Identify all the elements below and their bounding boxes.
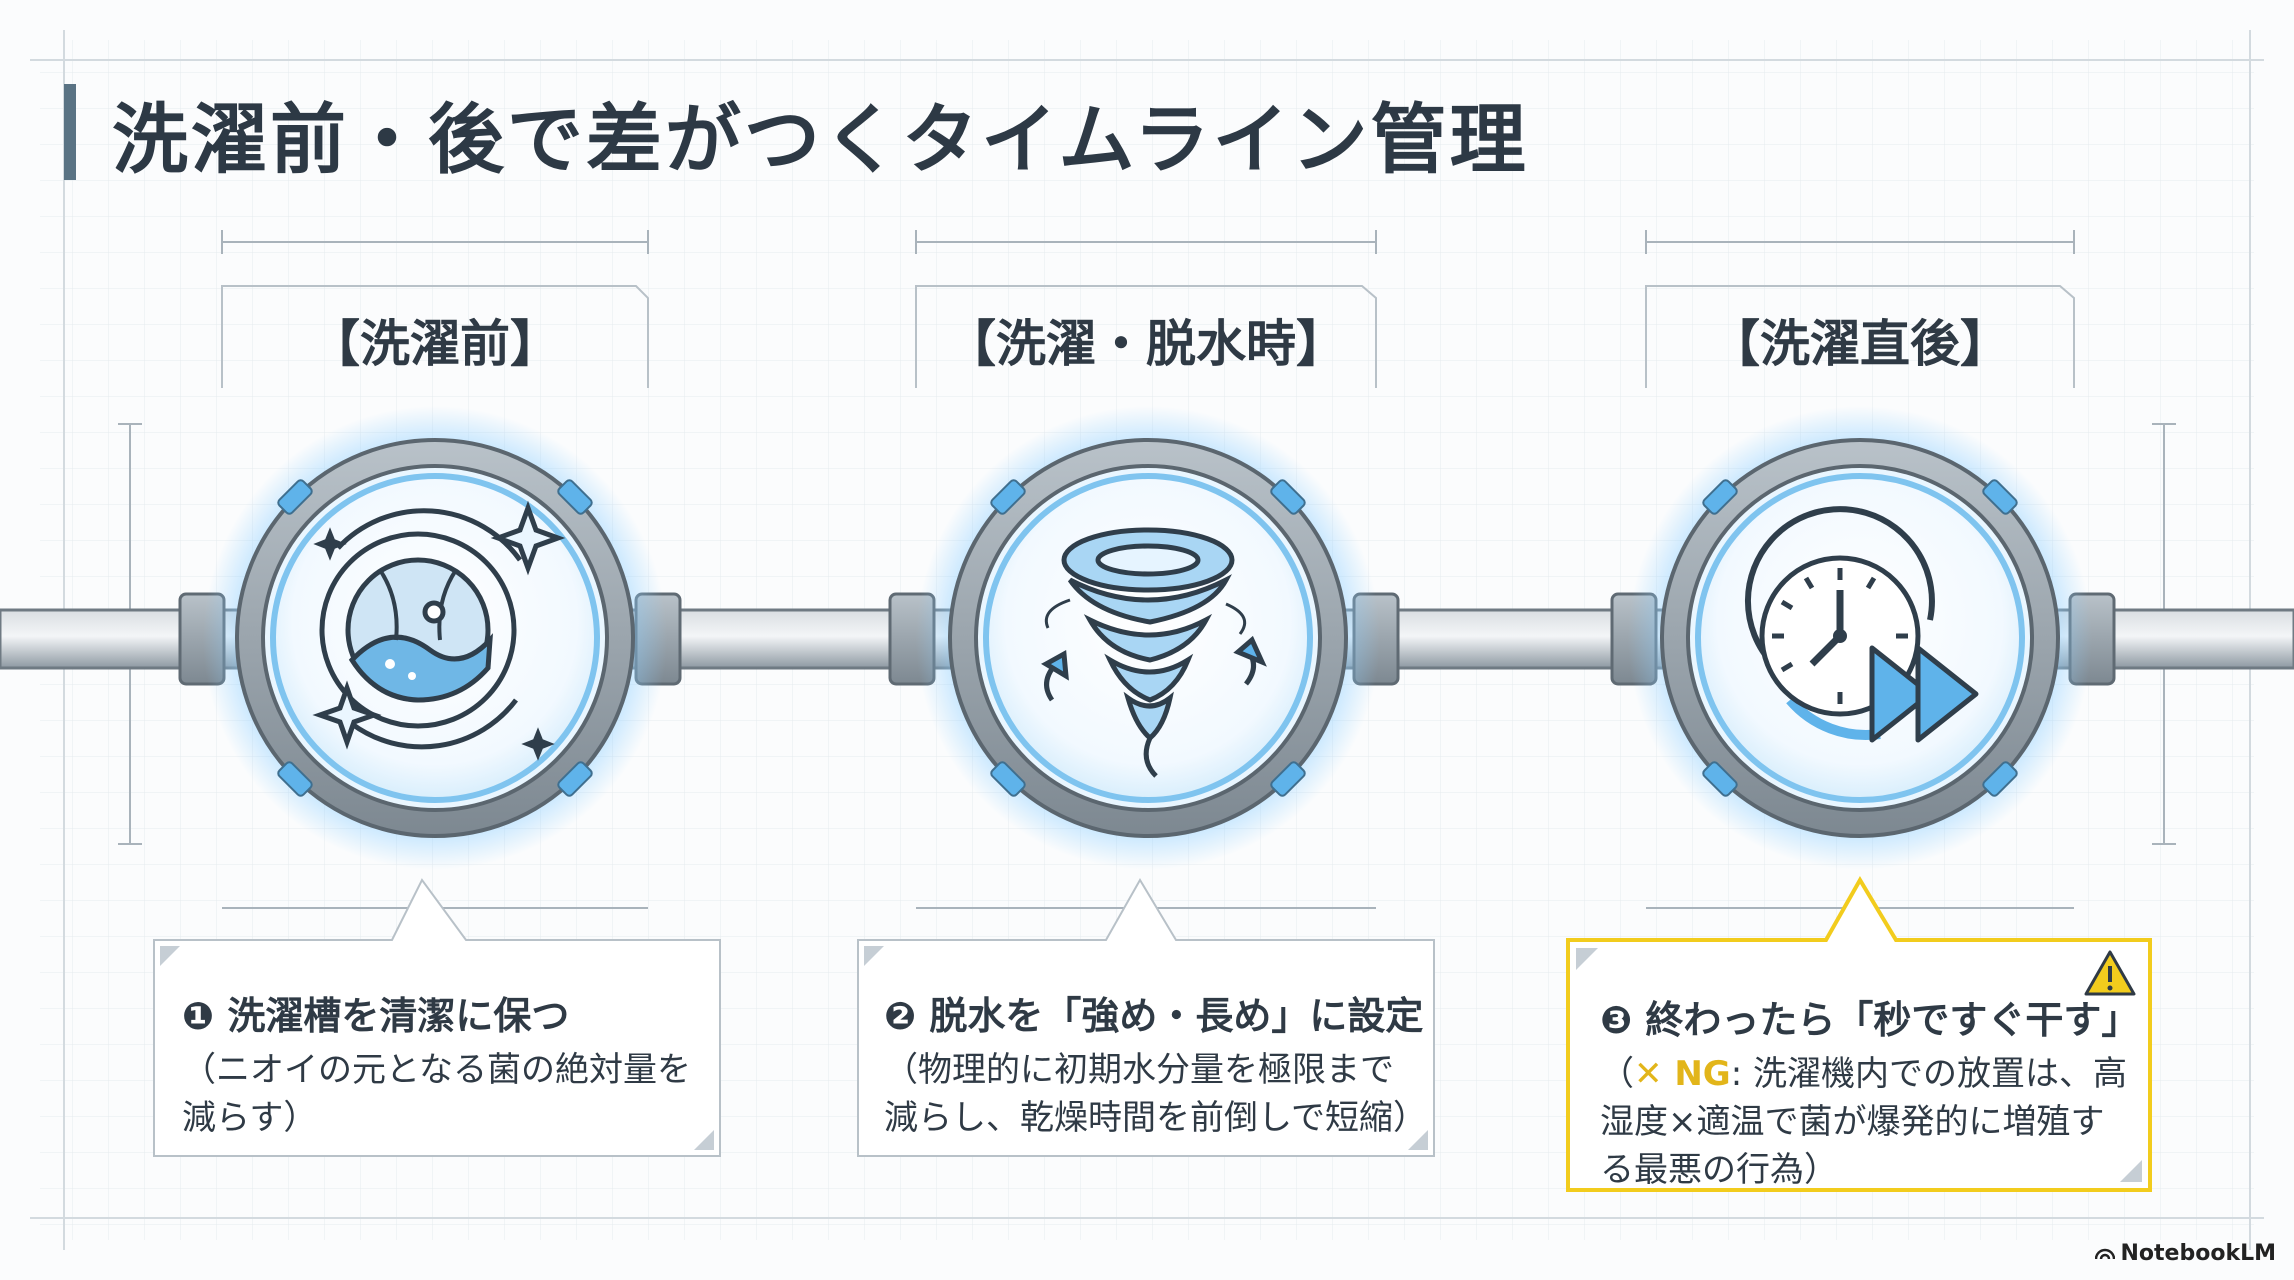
ng-label: ✕ NG <box>1634 1054 1731 1094</box>
page-title: 洗濯前・後で差がつくタイムライン管理 <box>112 95 1529 184</box>
callout-3-detail-line1: （✕ NG: 洗濯機内での放置は、高 <box>1600 1054 2127 1094</box>
callout-1-title: 洗濯槽を清潔に保つ <box>227 994 570 1038</box>
callout-1-detail-line2: 減らす） <box>182 1098 318 1138</box>
callout-3-text: ❸ 終わったら「秒ですぐ干す」 （✕ NG: 洗濯機内での放置は、高 湿度×適温… <box>1600 996 2140 1194</box>
notebooklm-logo-icon <box>2094 1241 2115 1266</box>
callout-2-detail-line2: 減らし、乾燥時間を前倒しで短縮） <box>884 1098 1427 1138</box>
brand-name: NotebookLM <box>2120 1241 2276 1266</box>
clock-fast-forward-icon <box>1744 506 1979 743</box>
callout-3-heading: ❸ 終わったら「秒ですぐ干す」 <box>1600 996 2140 1044</box>
tornado-spin-icon <box>1041 527 1267 778</box>
callout-box-1 <box>153 878 721 1157</box>
callout-1-heading: ❶ 洗濯槽を清潔に保つ <box>182 992 712 1040</box>
callout-2-heading: ❷ 脱水を「強め・長め」に設定 <box>884 992 1430 1040</box>
callout-box-2 <box>857 878 1435 1157</box>
step-number-3: ❸ <box>1600 998 1633 1042</box>
callout-2-detail-line1: （物理的に初期水分量を極限まで <box>884 1050 1394 1090</box>
stage-header-frames <box>221 285 2075 388</box>
title-accent-bar <box>64 84 76 180</box>
callout-3-detail-line3: る最悪の行為） <box>1600 1150 1838 1190</box>
callout-2-title: 脱水を「強め・長め」に設定 <box>929 994 1424 1038</box>
callout-1-text: ❶ 洗濯槽を清潔に保つ （ニオイの元となる菌の絶対量を 減らす） <box>182 992 712 1142</box>
callout-1-detail-line1: （ニオイの元となる菌の絶対量を <box>182 1050 691 1090</box>
step-number-2: ❷ <box>884 994 917 1038</box>
warning-triangle-icon <box>2084 950 2136 996</box>
callout-2-text: ❷ 脱水を「強め・長め」に設定 （物理的に初期水分量を極限まで 減らし、乾燥時間… <box>884 992 1430 1142</box>
stage-label-3: 【洗濯直後】 <box>1710 315 2010 373</box>
callout-3-title: 終わったら「秒ですぐ干す」 <box>1645 998 2140 1042</box>
brand-watermark: NotebookLM <box>2094 1241 2276 1266</box>
callout-3-detail-line1-rest: : 洗濯機内での放置は、高 <box>1730 1054 2127 1094</box>
callout-box-3 <box>1566 876 2152 1192</box>
callout-3-detail-line2: 湿度×適温で菌が爆発的に増殖す <box>1600 1102 2105 1142</box>
step-number-1: ❶ <box>182 994 215 1038</box>
stage-label-2: 【洗濯・脱水時】 <box>946 315 1346 373</box>
stage-label-1: 【洗濯前】 <box>310 315 560 373</box>
washing-drum-sparkle-icon <box>312 500 566 761</box>
